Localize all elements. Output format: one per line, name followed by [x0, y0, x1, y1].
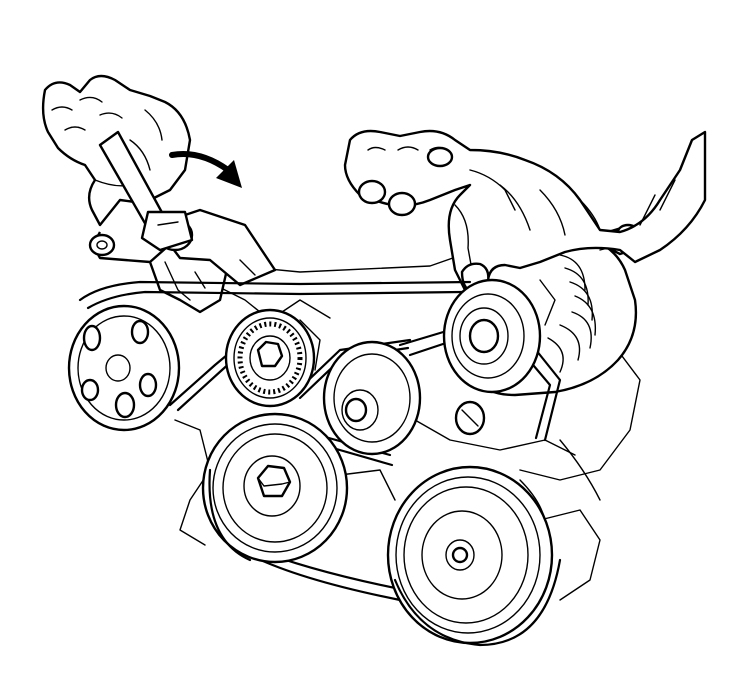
- alternator-pulley: [442, 278, 542, 394]
- drive-belt-lower: [208, 468, 562, 647]
- crankshaft-pulley: [201, 412, 349, 564]
- mounting-bolt: [454, 400, 486, 436]
- lower-pulley: [386, 465, 554, 645]
- tensioner-pulley: [224, 308, 316, 408]
- idler-pulley: [322, 340, 422, 456]
- water-pump-pulley: [67, 304, 181, 432]
- wrench-icon: [98, 130, 194, 252]
- rotation-arrow-icon: [169, 151, 242, 188]
